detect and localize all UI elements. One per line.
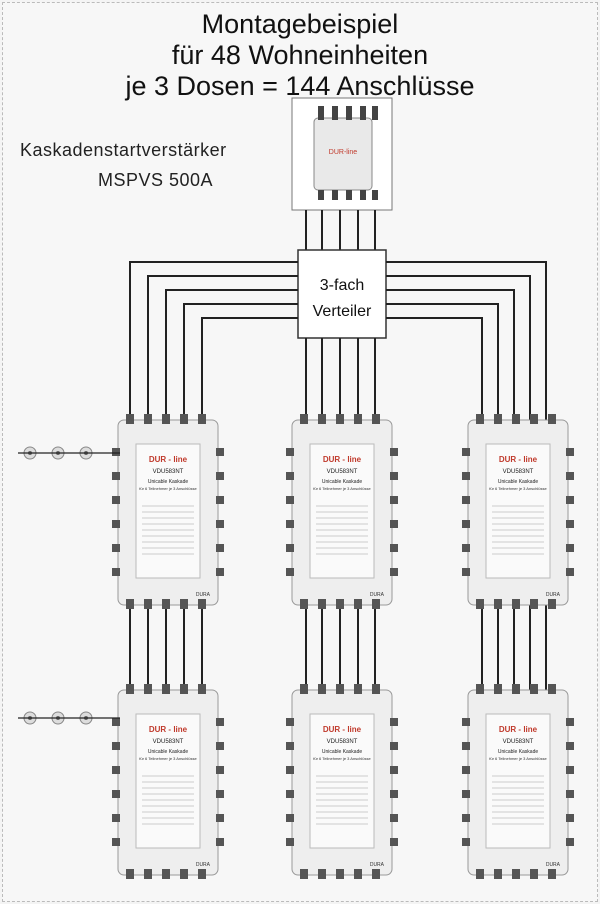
- trunk-cables: [305, 210, 376, 250]
- title-line-1: Montagebeispiel: [201, 9, 399, 39]
- amplifier-label: Kaskadenstartverstärker: [20, 140, 227, 160]
- module-footer: DURA: [546, 592, 561, 598]
- amplifier-model: MSPVS 500A: [98, 170, 214, 190]
- module-model: VDU583NT: [503, 469, 534, 475]
- module-footer: DURA: [196, 862, 211, 868]
- module-footer: DURA: [370, 862, 385, 868]
- splitter-label-1: 3-fach: [320, 277, 364, 294]
- module-line-2: für 6 Teilnehmer je 3 Anschlüsse: [139, 756, 197, 761]
- starter-amplifier: DUR-line: [291, 97, 393, 211]
- module-line-2: für 6 Teilnehmer je 3 Anschlüsse: [489, 756, 547, 761]
- module-brand: DUR - line: [499, 455, 538, 464]
- module-line-2: für 6 Teilnehmer je 3 Anschlüsse: [489, 486, 547, 491]
- module-line-1: Unicable Kaskade: [498, 749, 539, 755]
- amplifier-brand: DUR-line: [329, 149, 358, 156]
- module-model: VDU583NT: [153, 739, 184, 745]
- title-line-2: für 48 Wohneinheiten: [171, 40, 429, 70]
- module-line-1: Unicable Kaskade: [148, 749, 189, 755]
- module-line-1: Unicable Kaskade: [148, 479, 189, 485]
- title-line-3: je 3 Dosen = 144 Anschlüsse: [125, 71, 475, 101]
- module-footer: DURA: [370, 592, 385, 598]
- module-footer: DURA: [196, 592, 211, 598]
- module-line-1: Unicable Kaskade: [498, 479, 539, 485]
- module-footer: DURA: [546, 862, 561, 868]
- module-line-2: für 6 Teilnehmer je 3 Anschlüsse: [139, 486, 197, 491]
- module-model: VDU583NT: [327, 739, 358, 745]
- outlet-sockets: [18, 446, 120, 725]
- module-brand: DUR - line: [323, 725, 362, 734]
- module-model: VDU583NT: [503, 739, 534, 745]
- module-model: VDU583NT: [327, 469, 358, 475]
- splitter: 3-fach Verteiler: [297, 249, 387, 339]
- module-line-1: Unicable Kaskade: [322, 749, 363, 755]
- module-brand: DUR - line: [149, 725, 188, 734]
- module-line-2: für 6 Teilnehmer je 3 Anschlüsse: [313, 486, 371, 491]
- module-brand: DUR - line: [323, 455, 362, 464]
- module-brand: DUR - line: [499, 725, 538, 734]
- module-brand: DUR - line: [149, 455, 188, 464]
- module-model: VDU583NT: [153, 469, 184, 475]
- module-line-2: für 6 Teilnehmer je 3 Anschlüsse: [313, 756, 371, 761]
- module-line-1: Unicable Kaskade: [322, 479, 363, 485]
- splitter-label-2: Verteiler: [313, 303, 372, 320]
- distribution-cables: [129, 261, 547, 690]
